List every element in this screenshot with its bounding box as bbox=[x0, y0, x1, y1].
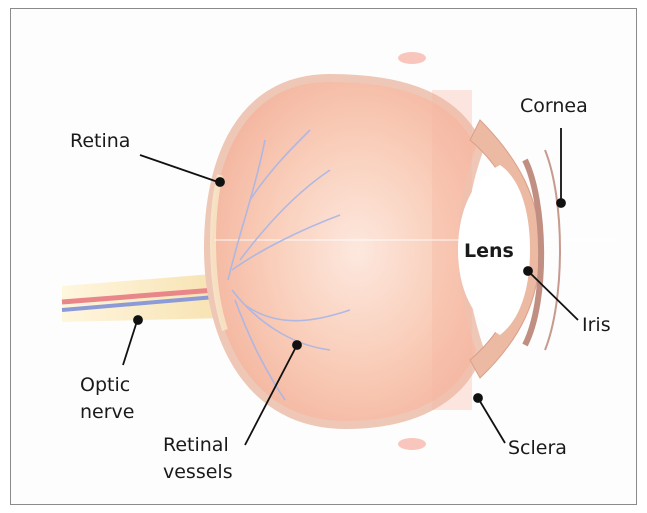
label-retina: Retina bbox=[70, 128, 130, 154]
label-iris: Iris bbox=[582, 312, 611, 338]
label-retinal-vessels-line2: vessels bbox=[163, 459, 233, 485]
label-sclera: Sclera bbox=[508, 435, 567, 461]
decorative-blob-bottom bbox=[398, 438, 426, 450]
optic-nerve bbox=[62, 273, 225, 322]
label-retinal-vessels-line1: Retinal bbox=[163, 432, 229, 458]
decorative-blob-top bbox=[398, 52, 426, 64]
label-optic-nerve-line2: nerve bbox=[80, 399, 134, 425]
label-lens: Lens bbox=[464, 238, 514, 264]
cornea bbox=[545, 150, 560, 350]
label-optic-nerve-line1: Optic bbox=[80, 372, 130, 398]
label-cornea: Cornea bbox=[520, 93, 588, 119]
eyeball bbox=[208, 78, 620, 425]
